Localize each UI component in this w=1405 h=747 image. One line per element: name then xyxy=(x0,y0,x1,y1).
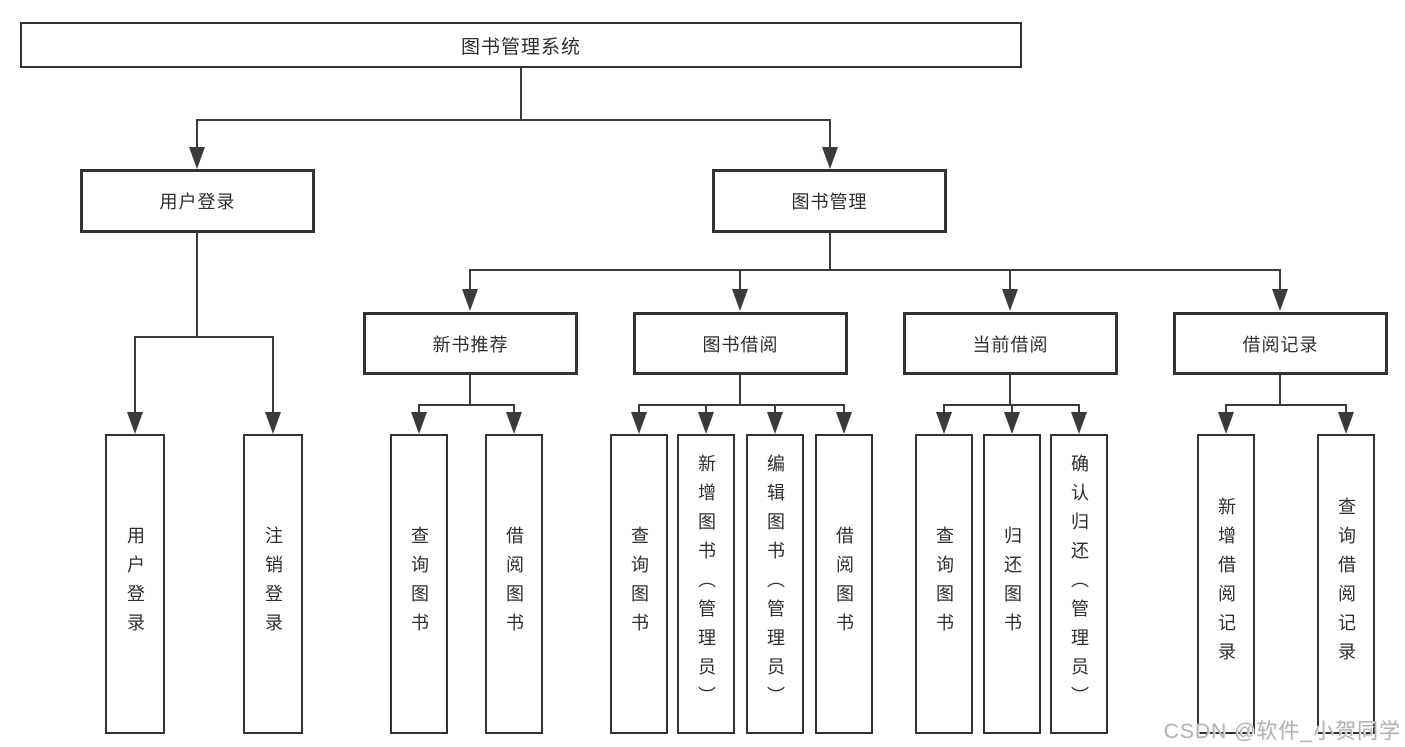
node-borrow-record: 借阅记录 xyxy=(1173,312,1388,375)
leaf-current-return-book: 归还图书 xyxy=(983,434,1041,734)
csdn-watermark: CSDN @软件_小贺同学 xyxy=(1163,720,1401,743)
connector-book-management-to-level3 xyxy=(462,233,1288,311)
connector-new-book-to-leaves xyxy=(411,375,522,434)
leaf-newbook-query-book: 查询图书 xyxy=(390,434,448,734)
leaf-user-login: 用户登录 xyxy=(105,434,165,734)
leaf-borrow-borrow-book: 借阅图书 xyxy=(815,434,873,734)
leaf-logout-login: 注销登录 xyxy=(243,434,303,734)
node-current-borrow: 当前借阅 xyxy=(903,312,1118,375)
node-book-management: 图书管理 xyxy=(712,169,947,233)
leaf-record-add-record: 新增借阅记录 xyxy=(1197,434,1255,734)
leaf-borrow-edit-book-admin: 编辑图书（管理员） xyxy=(746,434,804,734)
leaf-borrow-query-book: 查询图书 xyxy=(610,434,668,734)
leaf-borrow-add-book-admin: 新增图书（管理员） xyxy=(677,434,735,734)
connector-book-borrow-to-leaves xyxy=(631,375,852,434)
connector-borrow-record-to-leaves xyxy=(1218,375,1354,434)
leaf-newbook-borrow-book: 借阅图书 xyxy=(485,434,543,734)
connector-root-to-level2 xyxy=(189,68,838,169)
leaf-record-query-record: 查询借阅记录 xyxy=(1317,434,1375,734)
leaf-current-confirm-return-admin: 确认归还（管理员） xyxy=(1050,434,1108,734)
node-library-management-system: 图书管理系统 xyxy=(20,22,1022,68)
leaf-current-query-book: 查询图书 xyxy=(915,434,973,734)
node-user-login: 用户登录 xyxy=(80,169,315,233)
node-book-borrow: 图书借阅 xyxy=(633,312,848,375)
connector-user-login-to-leaves xyxy=(127,233,281,434)
connector-current-borrow-to-leaves xyxy=(936,375,1087,434)
node-new-book-recommend: 新书推荐 xyxy=(363,312,578,375)
